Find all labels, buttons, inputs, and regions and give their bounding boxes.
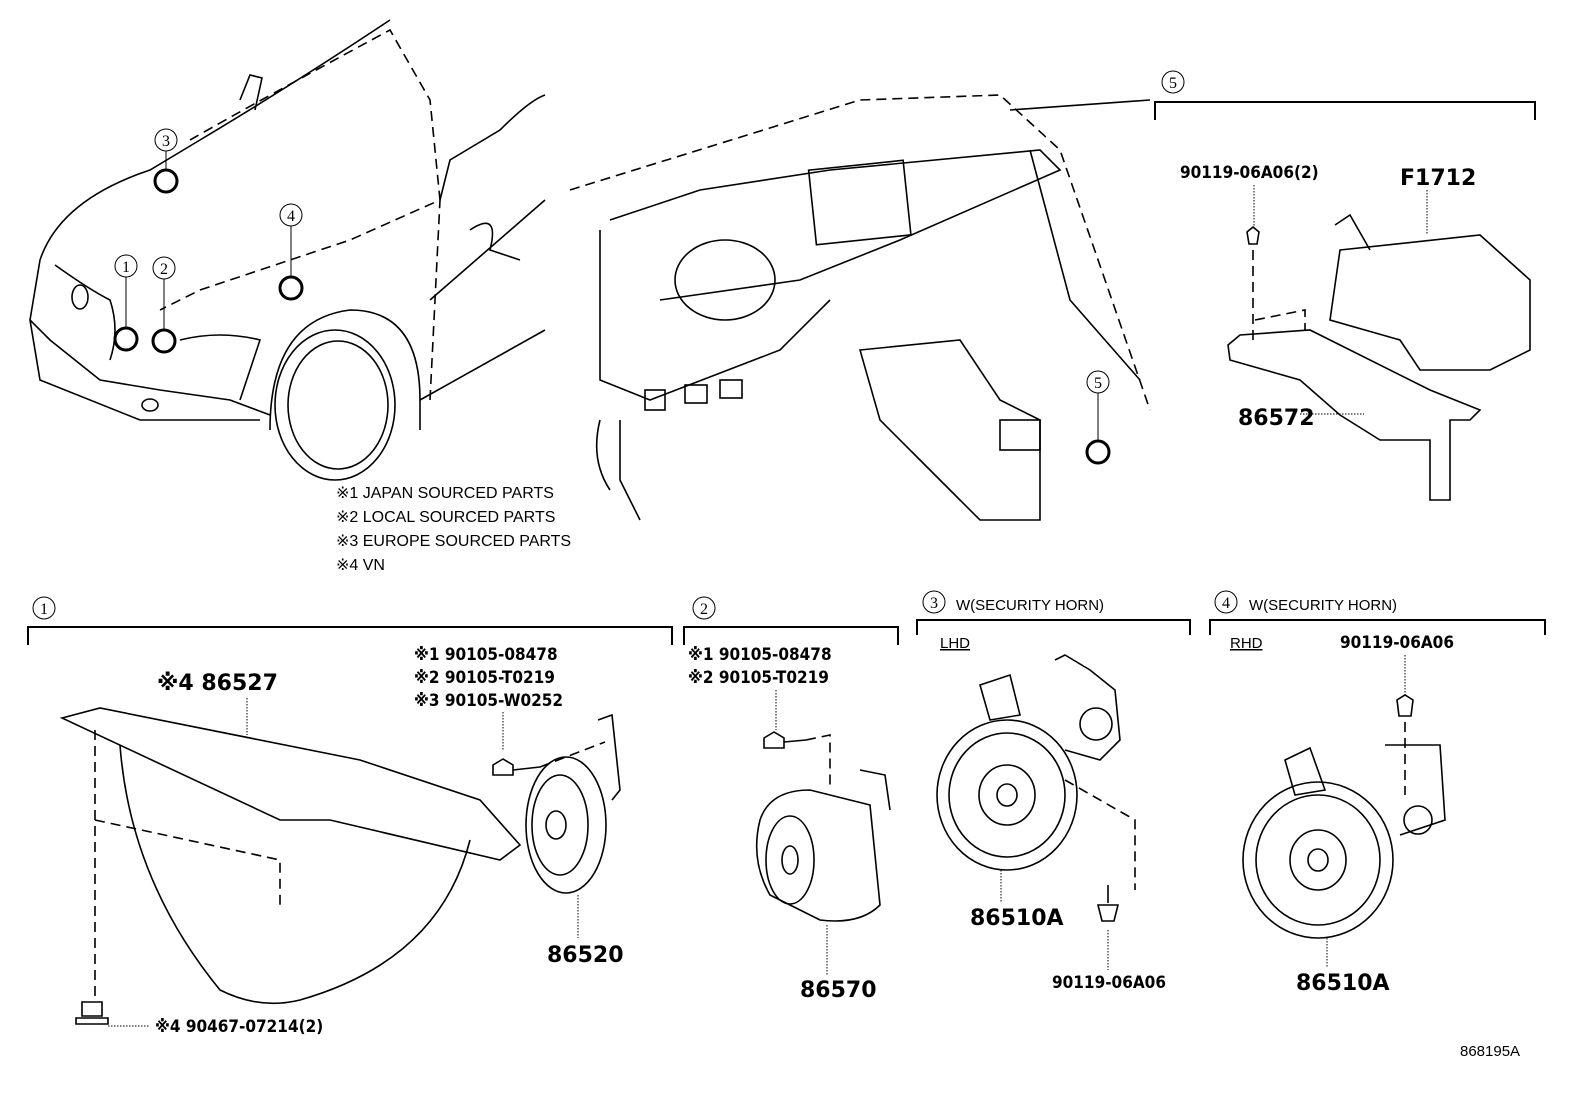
svg-text:90119-06A06: 90119-06A06 xyxy=(1340,633,1454,653)
svg-text:4: 4 xyxy=(1222,595,1230,612)
svg-text:3: 3 xyxy=(162,133,170,150)
svg-text:RHD: RHD xyxy=(1230,635,1263,652)
svg-text:5: 5 xyxy=(1094,375,1102,392)
svg-text:3: 3 xyxy=(930,595,938,612)
diagram-id: 868195A xyxy=(1460,1043,1520,1060)
callout-4: 4 xyxy=(278,203,304,301)
svg-text:2: 2 xyxy=(700,601,708,618)
svg-text:※4 VN: ※4 VN xyxy=(336,557,385,574)
dashboard-illustration xyxy=(569,94,1151,521)
svg-text:LHD: LHD xyxy=(940,635,970,652)
callout-5: 5 xyxy=(1085,370,1111,465)
callout-2: 2 xyxy=(151,256,177,354)
svg-text:86520: 86520 xyxy=(547,943,624,968)
svg-text:※2 90105-T0219: ※2 90105-T0219 xyxy=(414,668,555,688)
svg-text:86510A: 86510A xyxy=(970,906,1064,931)
svg-text:※4 86527: ※4 86527 xyxy=(157,671,278,696)
svg-text:F1712: F1712 xyxy=(1400,166,1476,191)
svg-text:1: 1 xyxy=(40,601,48,618)
section-2: 2 ※1 90105-08478 ※2 90105-T0219 86570 xyxy=(683,596,899,1003)
svg-text:※3 EUROPE SOURCED PARTS: ※3 EUROPE SOURCED PARTS xyxy=(336,533,571,550)
svg-text:※1 90105-08478: ※1 90105-08478 xyxy=(414,645,558,665)
svg-text:2: 2 xyxy=(160,261,168,278)
svg-text:※3 90105-W0252: ※3 90105-W0252 xyxy=(414,691,563,711)
svg-text:86570: 86570 xyxy=(800,978,877,1003)
svg-text:90119-06A06(2): 90119-06A06(2) xyxy=(1180,163,1319,183)
svg-text:W(SECURITY HORN): W(SECURITY HORN) xyxy=(956,597,1104,614)
section-5: 5 90119-06A06(2) F1712 86572 xyxy=(1154,70,1536,501)
svg-text:86572: 86572 xyxy=(1238,406,1315,431)
sourcing-notes: ※1 JAPAN SOURCED PARTS ※2 LOCAL SOURCED … xyxy=(336,485,571,574)
svg-text:1: 1 xyxy=(122,259,130,276)
svg-text:4: 4 xyxy=(287,208,295,225)
svg-text:※2 90105-T0219: ※2 90105-T0219 xyxy=(688,668,829,688)
callout-3: 3 xyxy=(153,128,179,194)
svg-text:※2 LOCAL SOURCED PARTS: ※2 LOCAL SOURCED PARTS xyxy=(336,509,555,526)
section-4: 4 W(SECURITY HORN) RHD 90119-06A06 86510… xyxy=(1209,590,1546,996)
svg-text:86510A: 86510A xyxy=(1296,971,1390,996)
svg-text:90119-06A06: 90119-06A06 xyxy=(1052,973,1166,993)
svg-text:5: 5 xyxy=(1169,75,1177,92)
section-1: 1 ※4 86527 ※1 90105-08478 ※2 90105-T0219… xyxy=(27,596,673,1037)
svg-text:※4 90467-07214(2): ※4 90467-07214(2) xyxy=(155,1017,323,1037)
svg-text:※1 JAPAN SOURCED PARTS: ※1 JAPAN SOURCED PARTS xyxy=(336,485,554,502)
svg-text:※1 90105-08478: ※1 90105-08478 xyxy=(688,645,832,665)
svg-text:W(SECURITY HORN): W(SECURITY HORN) xyxy=(1249,597,1397,614)
callout-1: 1 xyxy=(113,254,139,352)
car-front-illustration xyxy=(29,19,546,481)
section-3: 3 W(SECURITY HORN) LHD 86510A 90119-06A0… xyxy=(916,590,1191,993)
